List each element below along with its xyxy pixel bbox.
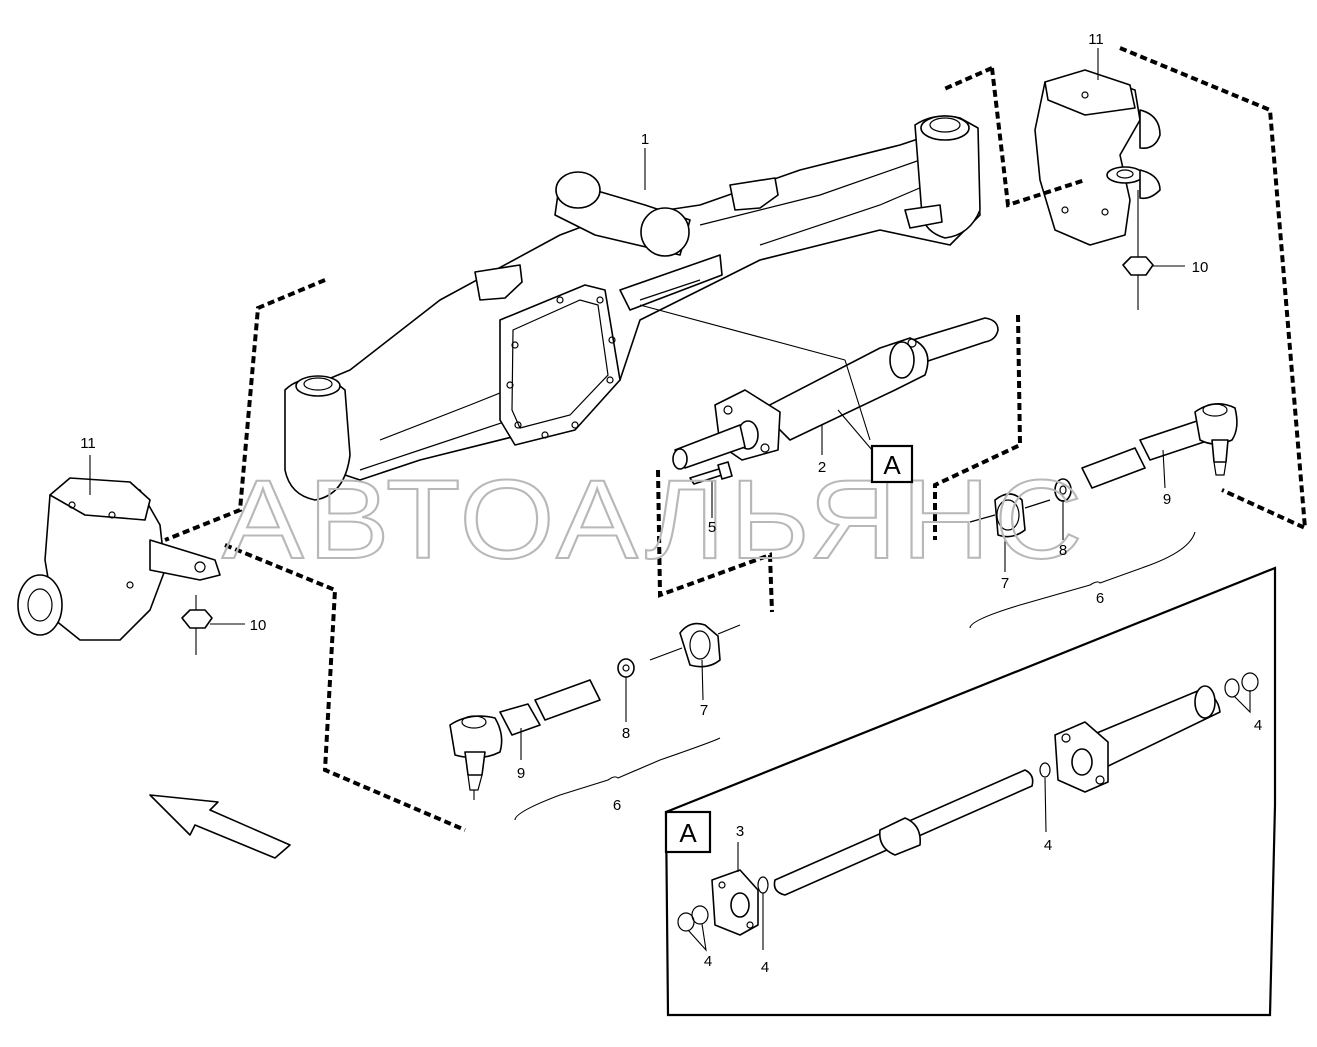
callout-11: 11 [1088,31,1104,48]
leader-lines [89,48,1185,760]
callout-2: 2 [818,459,826,476]
assembly-dashed-lines [164,46,1308,832]
detail-a-panel [664,566,1277,1017]
lock-nut-right [1122,190,1154,310]
callout-10: 10 [250,617,267,634]
tie-rod-right [969,403,1238,629]
callout-9: 9 [517,765,525,782]
callout-4: 4 [704,953,712,970]
callout-numbers: 1 2 3 4 4 4 4 5 6 6 7 7 8 8 9 9 10 10 11… [80,31,1262,976]
axle-beam [284,115,981,501]
watermark: АВТОАЛЬЯНС [222,457,1087,582]
steering-knuckle-right [1034,69,1161,246]
section-label-a: A [883,450,901,480]
lock-nut-left [181,595,213,655]
callout-10: 10 [1192,259,1209,276]
steering-cylinder [672,317,999,470]
callout-8: 8 [1059,542,1067,559]
callout-4: 4 [1044,837,1052,854]
callout-9: 9 [1163,491,1171,508]
callout-3: 3 [736,823,744,840]
callout-4: 4 [761,959,769,976]
callout-6: 6 [1096,590,1104,607]
callout-4: 4 [1254,717,1262,734]
tie-rod-left [449,622,741,821]
detail-label-a: A [679,818,697,848]
arrow-icon [149,794,291,859]
section-reference-a: A [870,444,914,484]
bolt [689,461,733,518]
callout-7: 7 [1001,575,1009,592]
callout-1: 1 [641,131,649,148]
callout-7: 7 [700,702,708,719]
callout-11: 11 [80,435,96,452]
callout-5: 5 [708,519,716,536]
callout-8: 8 [622,725,630,742]
callout-6: 6 [613,797,621,814]
steering-knuckle-left [17,477,221,641]
